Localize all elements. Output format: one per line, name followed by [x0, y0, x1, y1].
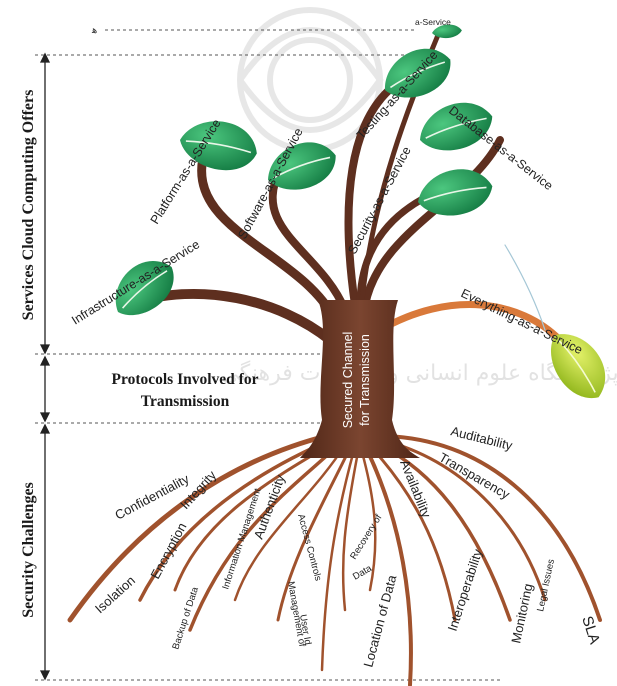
tree-branches [125, 30, 560, 340]
label-confidentiality: Confidentiality [112, 471, 192, 523]
protocols-section-label-line2: Transmission [141, 393, 230, 410]
root-user-id [322, 450, 354, 670]
security-section-label: Security Challenges [20, 482, 37, 618]
top-marker: ﻫ [91, 25, 97, 36]
root-auditability [386, 436, 600, 620]
label-interoperability: Interoperability [445, 547, 486, 633]
tree-roots [70, 435, 600, 685]
services-section-label: Services Cloud Computing Offers [20, 90, 37, 321]
label-access-controls: Access Controls [295, 513, 323, 582]
label-a-service: a-Service [415, 17, 451, 27]
label-everything: Everything-as-a-Service [459, 286, 585, 357]
challenge-labels: Isolation Confidentiality Encryption Int… [92, 423, 603, 668]
root-access [343, 452, 358, 610]
trunk-label-line1: Secured Channel [341, 332, 355, 429]
label-recovery-of: Recovery of [348, 512, 384, 561]
trunk-label-line2: for Transmission [358, 334, 372, 426]
protocols-section-label-line1: Protocols Involved for [112, 371, 259, 388]
label-auditability: Auditability [449, 423, 514, 453]
label-monitoring: Monitoring [508, 582, 535, 644]
label-location: Location of Data [360, 573, 399, 669]
branch-database [365, 140, 500, 305]
section-markers [41, 54, 49, 679]
